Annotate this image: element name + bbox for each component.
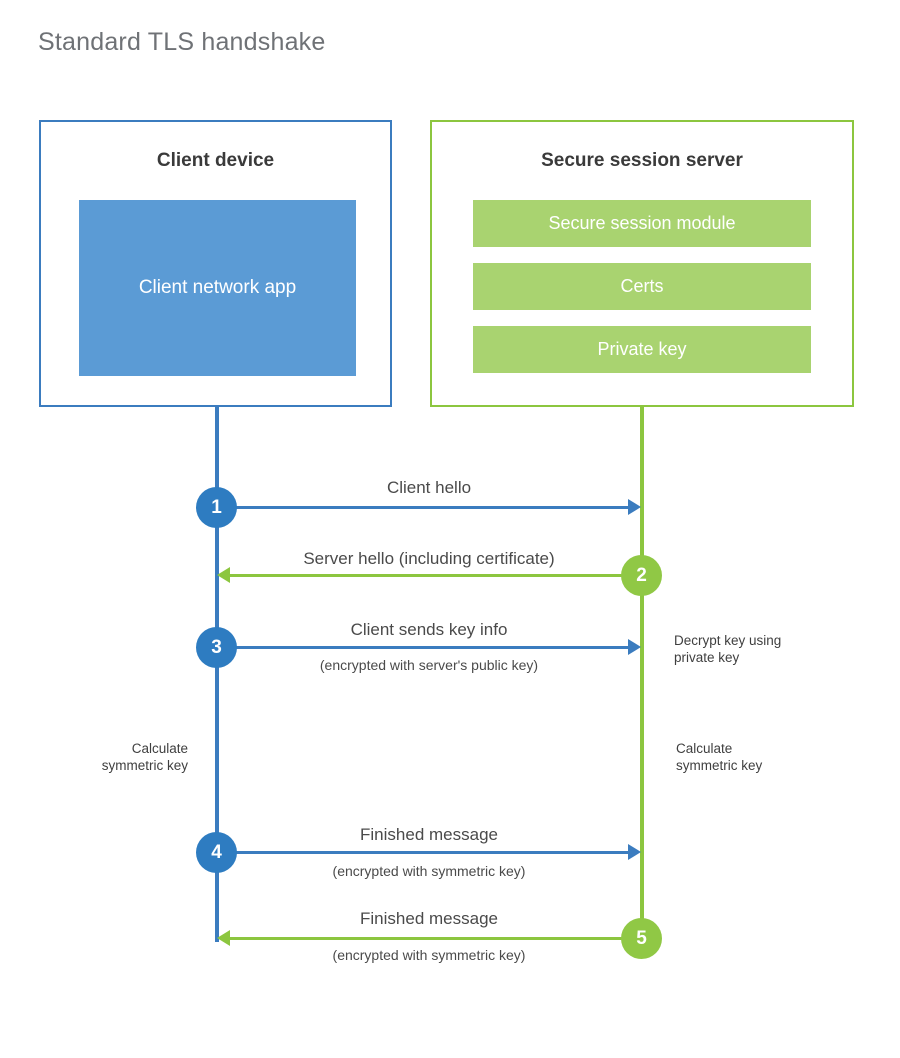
client-device-box: Client device Client network app	[39, 120, 392, 407]
server-lifeline	[640, 406, 644, 940]
page-title: Standard TLS handshake	[38, 28, 326, 56]
step-5-label: Finished message	[360, 909, 498, 928]
step-5-arrow-line	[230, 937, 642, 940]
step-2-arrow-line	[230, 574, 642, 577]
step-3-badge: 3	[196, 627, 237, 668]
step-4-arrow-head	[628, 844, 641, 860]
server-module-certs: Certs	[473, 263, 811, 310]
step-1-badge: 1	[196, 487, 237, 528]
step-3-arrow-head	[628, 639, 641, 655]
server-decrypt-note: Decrypt key using private key	[674, 633, 782, 665]
client-lifeline	[215, 406, 219, 942]
step-3-arrow-line	[217, 646, 628, 649]
step-2-label: Server hello (including certificate)	[303, 549, 555, 568]
step-1-label: Client hello	[386, 478, 472, 497]
secure-session-server-title: Secure session server	[541, 150, 743, 171]
step-1-arrow-head	[628, 499, 641, 515]
step-4-arrow-line	[217, 851, 628, 854]
step-5-arrow-head	[217, 930, 230, 946]
step-4-label: Finished message	[360, 825, 498, 844]
step-2-arrow-head	[217, 567, 230, 583]
secure-session-server-box: Secure session server Secure session mod…	[430, 120, 854, 407]
server-calculate-note: Calculate symmetric key	[676, 741, 763, 773]
step-2-badge: 2	[621, 555, 662, 596]
step-3-label: Client sends key info	[350, 620, 508, 639]
client-network-app-label: Client network app	[138, 277, 297, 298]
step-3-sublabel: (encrypted with server's public key)	[319, 657, 539, 673]
client-calculate-note: Calculate symmetric key	[101, 741, 188, 773]
step-4-badge: 4	[196, 832, 237, 873]
step-5-badge: 5	[621, 918, 662, 959]
step-4-sublabel: (encrypted with symmetric key)	[332, 863, 526, 879]
server-module-private-key: Private key	[473, 326, 811, 373]
server-module-secure-session-module: Secure session module	[473, 200, 811, 247]
client-device-title: Client device	[156, 150, 275, 171]
step-5-sublabel: (encrypted with symmetric key)	[332, 947, 526, 963]
client-network-app-box: Client network app	[79, 200, 356, 376]
step-1-arrow-line	[217, 506, 628, 509]
